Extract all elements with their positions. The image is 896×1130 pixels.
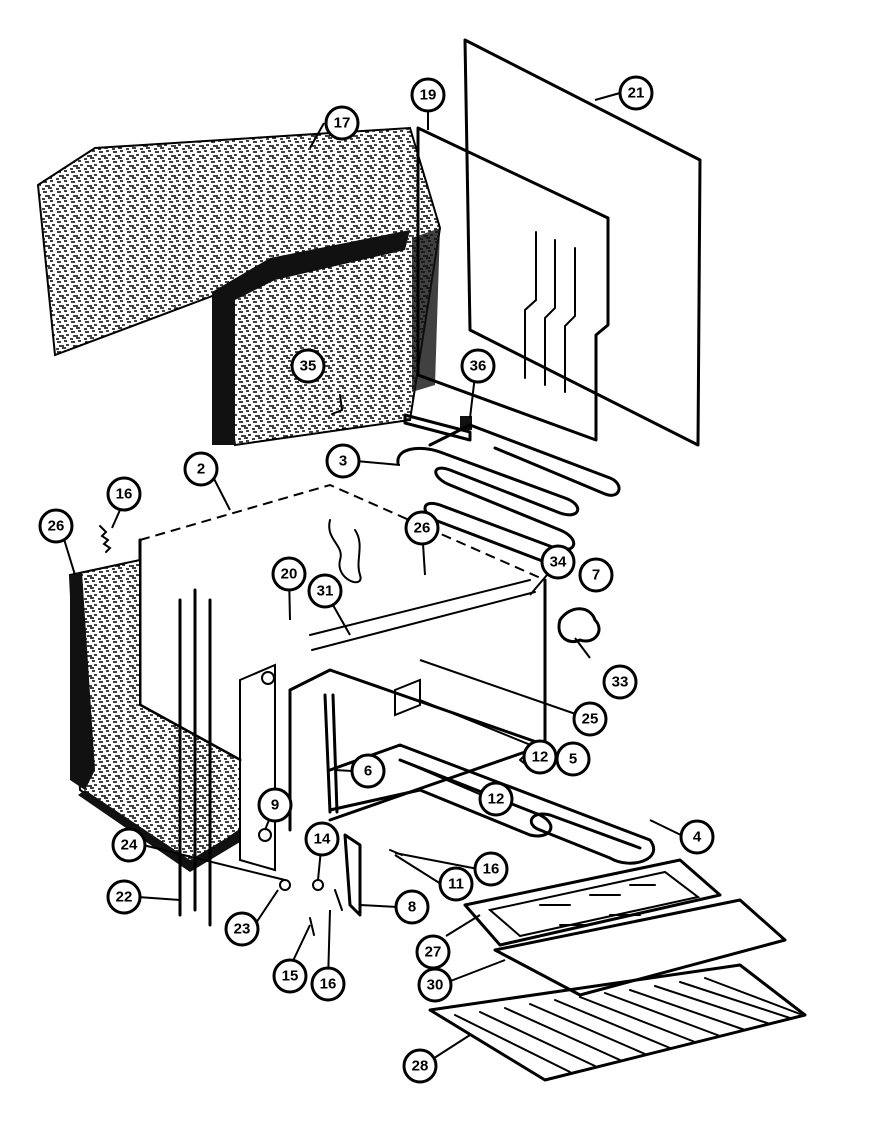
callout-12-left: 12 — [478, 781, 514, 817]
side-insulation-part — [68, 558, 241, 872]
callout-8-label: 8 — [408, 899, 416, 916]
callout-11-label: 11 — [448, 876, 464, 893]
callout-3-label: 3 — [339, 453, 347, 470]
callout-20: 20 — [271, 556, 307, 592]
callout-15-label: 15 — [282, 968, 299, 985]
callout-8: 8 — [394, 889, 430, 925]
callout-22-label: 22 — [116, 889, 133, 906]
callout-16-upper: 16 — [106, 476, 142, 512]
callout-16-lower: 16 — [310, 966, 346, 1002]
callout-19: 19 — [410, 77, 446, 113]
callout-9-label: 9 — [271, 797, 279, 814]
callout-9: 9 — [257, 787, 293, 823]
callout-33-label: 33 — [612, 674, 629, 691]
callout-17: 17 — [324, 105, 360, 141]
callout-26-right-label: 26 — [414, 520, 431, 537]
callout-16-upper-label: 16 — [116, 486, 133, 503]
insulation-wrap-part — [36, 126, 442, 447]
callout-17-label: 17 — [334, 115, 351, 132]
callout-23: 23 — [224, 911, 260, 947]
bake-element-part — [328, 743, 656, 865]
callout-2: 2 — [183, 451, 219, 487]
callout-14-label: 14 — [314, 831, 331, 848]
broiler-pan-part — [463, 858, 722, 947]
callout-12-right-label: 12 — [532, 749, 549, 766]
oven-rack-part — [428, 963, 807, 1082]
front-frame-part — [178, 588, 276, 927]
fan-blade-part — [557, 607, 601, 644]
callout-35: 35 — [290, 348, 326, 384]
callout-2-label: 2 — [197, 461, 205, 478]
callout-4: 4 — [679, 819, 715, 855]
broil-element-part — [396, 423, 621, 564]
callout-31: 31 — [307, 573, 343, 609]
callout-22: 22 — [106, 879, 142, 915]
callout-16-right-label: 16 — [483, 861, 500, 878]
callout-31-label: 31 — [317, 583, 334, 600]
callout-28-label: 28 — [412, 1058, 429, 1075]
callout-21-label: 21 — [628, 85, 645, 102]
callout-26-left: 26 — [38, 508, 74, 544]
callout-36-label: 36 — [470, 358, 487, 375]
callout-24: 24 — [111, 827, 147, 863]
callout-27: 27 — [415, 934, 451, 970]
callout-28: 28 — [402, 1048, 438, 1084]
callout-34: 34 — [540, 544, 576, 580]
callout-26-right: 26 — [404, 510, 440, 546]
callout-5: 5 — [555, 741, 591, 777]
spring-16-part — [99, 525, 112, 553]
callout-24-label: 24 — [121, 837, 138, 854]
pan-insert-part — [493, 898, 787, 997]
callout-35-label: 35 — [300, 358, 317, 375]
callout-6: 6 — [350, 753, 386, 789]
callout-36: 36 — [460, 348, 496, 384]
callout-30: 30 — [417, 967, 453, 1003]
callout-12-left-label: 12 — [488, 791, 505, 808]
callout-27-label: 27 — [425, 944, 442, 961]
rod-6-part — [323, 693, 339, 814]
callout-16-lower-label: 16 — [320, 976, 337, 993]
callout-25-label: 25 — [582, 711, 599, 728]
rear-baffle-part — [416, 126, 610, 442]
callout-15: 15 — [272, 958, 308, 994]
back-panel-part — [463, 38, 702, 447]
callout-11: 11 — [438, 866, 474, 902]
callout-34-label: 34 — [550, 554, 567, 571]
leader-lines — [59, 92, 686, 1063]
callout-12-right: 12 — [522, 739, 558, 775]
callout-3: 3 — [325, 443, 361, 479]
callout-14: 14 — [304, 821, 340, 857]
callout-25: 25 — [572, 701, 608, 737]
callout-6-label: 6 — [364, 763, 372, 780]
callout-16-right: 16 — [473, 851, 509, 887]
callout-21: 21 — [618, 75, 654, 111]
callout-20-label: 20 — [281, 566, 298, 583]
callout-7: 7 — [578, 557, 614, 593]
receptacle-8-part — [343, 833, 362, 917]
callout-26-left-label: 26 — [48, 518, 65, 535]
callout-23-label: 23 — [234, 921, 251, 938]
clip-35-part — [331, 394, 344, 415]
callout-4-label: 4 — [693, 829, 702, 846]
callout-5-label: 5 — [569, 751, 577, 768]
callout-30-label: 30 — [427, 977, 444, 994]
callout-7-label: 7 — [592, 567, 600, 584]
callout-19-label: 19 — [420, 87, 437, 104]
callout-33: 33 — [602, 664, 638, 700]
